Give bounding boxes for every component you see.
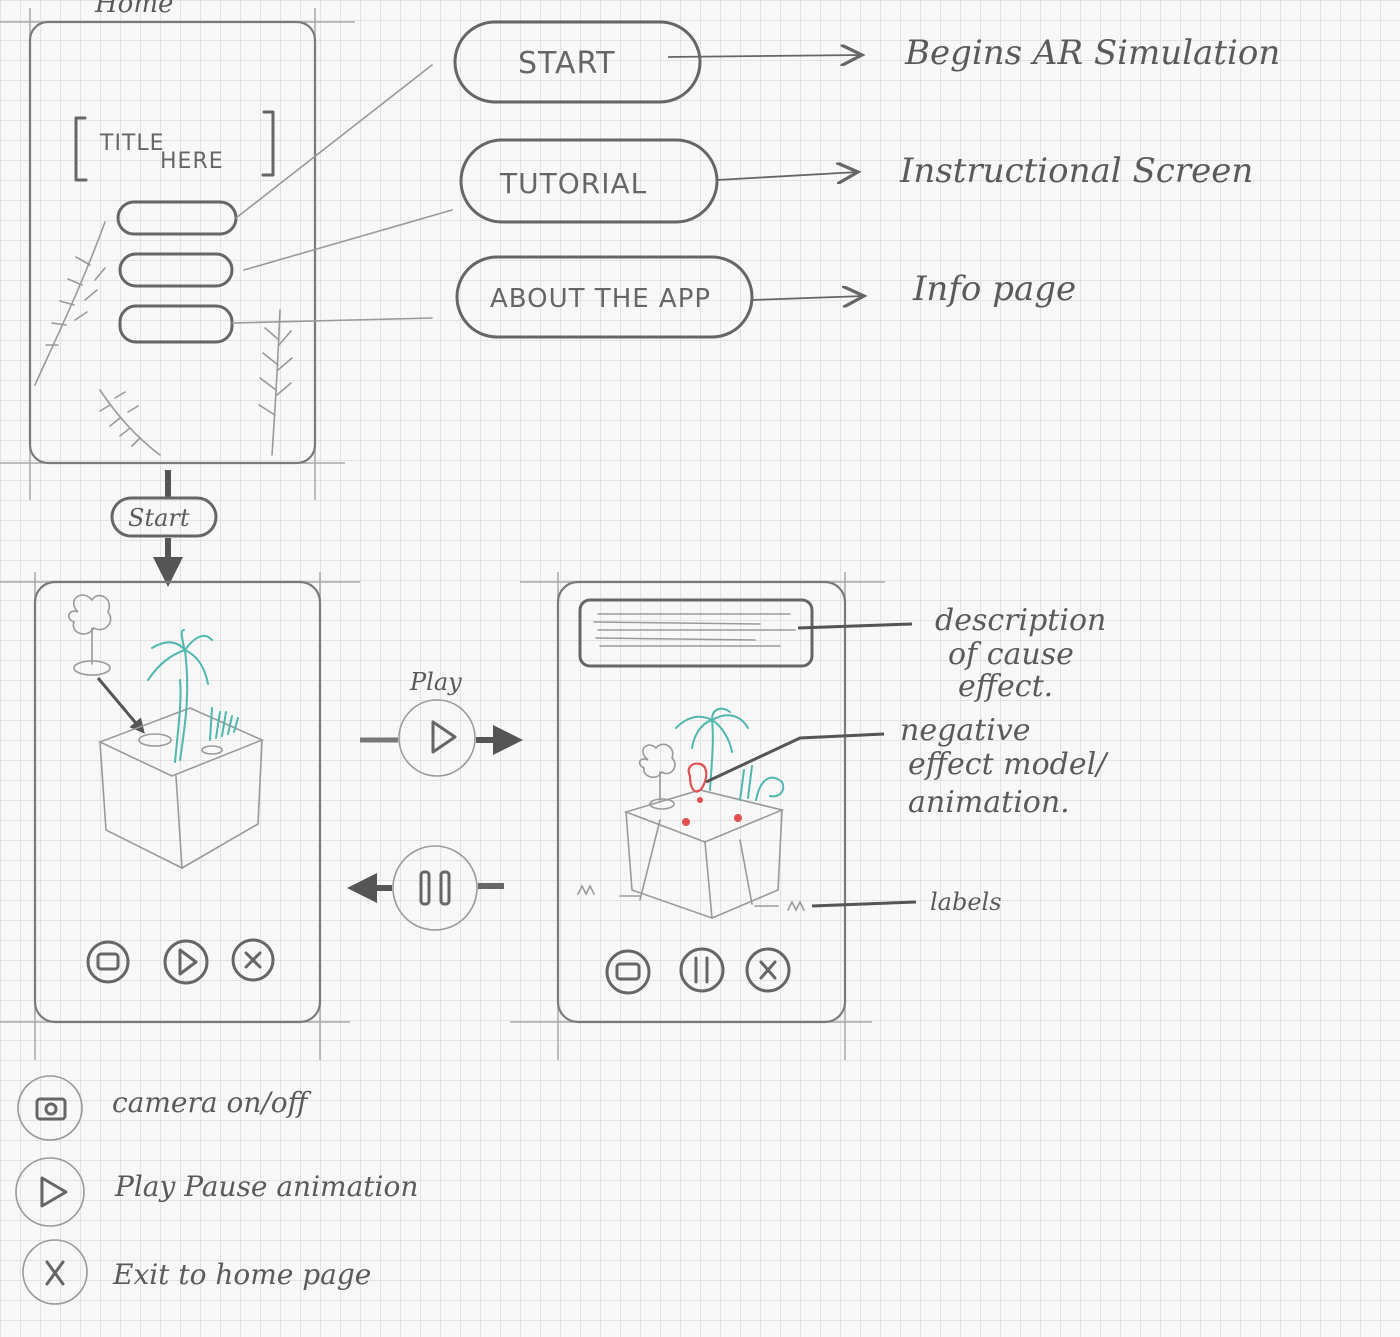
tree-model-icon bbox=[67, 594, 112, 676]
menu-button-start[interactable]: START bbox=[453, 20, 702, 104]
home-about-button[interactable] bbox=[118, 304, 234, 344]
annotation-model: negative effect model/ animation. bbox=[900, 713, 1109, 820]
home-screen-label: Home bbox=[94, 0, 173, 19]
legend-exit: Exit to home page bbox=[22, 1239, 371, 1305]
terrain-cube-model bbox=[97, 707, 265, 870]
start-description: Begins AR Simulation bbox=[904, 33, 1280, 73]
about-description: Info page bbox=[912, 269, 1076, 309]
pause-transition bbox=[347, 845, 504, 931]
decorative-plants bbox=[34, 221, 293, 456]
title-placeholder: TITLE HERE bbox=[74, 110, 275, 182]
home-screen: Home TITLE HERE bbox=[0, 0, 453, 500]
leader-model bbox=[705, 732, 885, 784]
leader-description bbox=[797, 622, 913, 630]
menu-button-tutorial-label: TUTORIAL bbox=[499, 167, 647, 200]
annotation-description-line2: of cause bbox=[948, 637, 1074, 672]
start-transition-label: Start bbox=[128, 504, 190, 532]
play-button[interactable] bbox=[163, 939, 209, 985]
annotation-model-line2: effect model/ bbox=[908, 747, 1109, 782]
ar-playing-phone-frame bbox=[556, 580, 847, 1024]
ar-screen-idle bbox=[0, 572, 360, 1060]
description-box bbox=[578, 598, 814, 668]
arrow-start-description bbox=[667, 55, 862, 57]
camera-button[interactable] bbox=[86, 940, 130, 984]
ar-screen-playing bbox=[510, 572, 885, 1060]
leader-labels bbox=[811, 900, 917, 908]
ar-idle-phone-frame bbox=[33, 580, 322, 1024]
annotation-description-line1: description bbox=[935, 603, 1106, 638]
home-start-button[interactable] bbox=[116, 200, 238, 236]
terrain-cube-model-active bbox=[623, 789, 785, 920]
arrow-about-description bbox=[751, 296, 864, 300]
play-transition bbox=[360, 699, 523, 777]
legend-exit-text: Exit to home page bbox=[112, 1258, 371, 1291]
close-icon bbox=[45, 1260, 65, 1286]
legend-play: Play Pause animation bbox=[15, 1157, 418, 1227]
start-transition: Start bbox=[110, 470, 218, 587]
annotation-model-line3: animation. bbox=[908, 785, 1070, 820]
plant-model-active bbox=[675, 707, 785, 801]
plant-model bbox=[147, 629, 239, 763]
camera-button-active[interactable] bbox=[605, 949, 651, 995]
annotation-description: description of cause effect. bbox=[935, 603, 1106, 704]
annotation-model-line1: negative bbox=[900, 713, 1031, 748]
title-placeholder-line1: TITLE bbox=[99, 131, 165, 156]
legend-play-text: Play Pause animation bbox=[114, 1170, 418, 1203]
play-transition-label: Play bbox=[409, 668, 462, 696]
legend: camera on/off Play Pause animation Exit … bbox=[15, 1075, 418, 1305]
legend-camera: camera on/off bbox=[17, 1075, 312, 1141]
menu-button-about[interactable]: ABOUT THE APP bbox=[455, 255, 754, 339]
camera-icon bbox=[35, 1097, 67, 1121]
legend-camera-text: camera on/off bbox=[112, 1086, 312, 1119]
play-icon bbox=[40, 1176, 68, 1208]
tree-model-small bbox=[638, 743, 676, 810]
pause-button[interactable] bbox=[679, 947, 725, 993]
negative-effect-marker bbox=[682, 762, 742, 826]
annotation-labels: labels bbox=[930, 888, 1002, 916]
home-tutorial-button[interactable] bbox=[118, 252, 234, 288]
exit-button[interactable] bbox=[231, 938, 275, 982]
exit-button-active[interactable] bbox=[745, 947, 791, 993]
home-phone-frame bbox=[28, 20, 317, 465]
annotation-description-line3: effect. bbox=[958, 669, 1053, 704]
arrow-tutorial-description bbox=[716, 172, 858, 180]
title-placeholder-line2: HERE bbox=[160, 149, 224, 174]
tutorial-description: Instructional Screen bbox=[899, 151, 1253, 191]
menu-button-start-label: START bbox=[518, 46, 616, 81]
menu-button-about-label: ABOUT THE APP bbox=[490, 284, 711, 314]
menu-button-tutorial[interactable]: TUTORIAL bbox=[459, 138, 719, 224]
